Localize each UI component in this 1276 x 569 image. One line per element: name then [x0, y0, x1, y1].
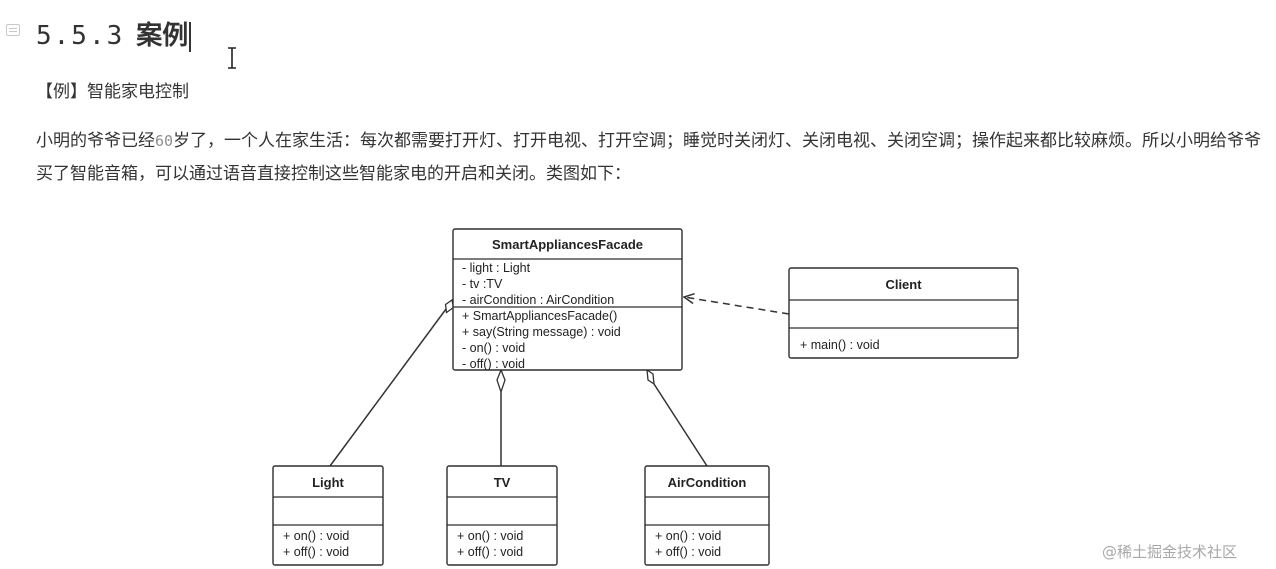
facade-attribute: - light : Light — [462, 261, 531, 275]
facade-class-name: SmartAppliancesFacade — [492, 237, 643, 252]
aircondition-class-box: AirCondition + on() : void + off() : voi… — [644, 465, 770, 566]
facade-method: - on() : void — [462, 341, 525, 355]
aircondition-aggregation-diamond — [646, 368, 655, 386]
facade-class-box: SmartAppliancesFacade - light : Light - … — [452, 228, 683, 371]
paragraph-text-2: 岁了，一个人在家生活：每次都需要打开灯、打开电视、打开空调；睡觉时关闭灯、关闭电… — [36, 131, 1262, 184]
description-paragraph: 小明的爷爷已经60岁了，一个人在家生活：每次都需要打开灯、打开电视、打开空调；睡… — [36, 125, 1276, 191]
light-method: + off() : void — [283, 545, 349, 559]
section-number: 5.5.3 — [36, 21, 125, 51]
paragraph-text-1: 小明的爷爷已经 — [36, 131, 155, 151]
tv-method: + off() : void — [457, 545, 523, 559]
tv-aggregation-diamond — [496, 368, 506, 395]
aircondition-method: + on() : void — [655, 529, 721, 543]
client-class-box: Client + main() : void — [788, 267, 1019, 359]
light-class-name: Light — [312, 475, 344, 490]
aircondition-method: + off() : void — [655, 545, 721, 559]
facade-method: + say(String message) : void — [462, 325, 621, 339]
client-class-name: Client — [885, 277, 922, 292]
facade-method: + SmartAppliancesFacade() — [462, 309, 617, 323]
aircondition-aggregation-line — [653, 383, 708, 467]
section-heading: 5.5.3 案例 — [36, 16, 192, 56]
text-caret — [189, 21, 192, 52]
facade-method: - off() : void — [462, 357, 525, 371]
watermark: @稀土掘金技术社区 — [1102, 543, 1238, 561]
tv-method: + on() : void — [457, 529, 523, 543]
tv-class-name: TV — [494, 475, 511, 490]
client-dependency-arrow — [684, 297, 790, 315]
light-class-box: Light + on() : void + off() : void — [272, 465, 384, 566]
client-method: + main() : void — [800, 338, 880, 352]
paragraph-age: 60 — [155, 132, 174, 150]
light-aggregation-line — [329, 304, 450, 467]
facade-attribute: - airCondition : AirCondition — [462, 293, 614, 307]
aircondition-class-name: AirCondition — [668, 475, 747, 490]
facade-attribute: - tv :TV — [462, 277, 503, 291]
example-label: 【例】智能家电控制 — [36, 82, 189, 102]
light-method: + on() : void — [283, 529, 349, 543]
section-title: 案例 — [136, 21, 189, 51]
markdown-heading-icon — [6, 24, 20, 36]
ibeam-cursor-icon — [228, 47, 236, 69]
tv-class-box: TV + on() : void + off() : void — [446, 465, 558, 566]
